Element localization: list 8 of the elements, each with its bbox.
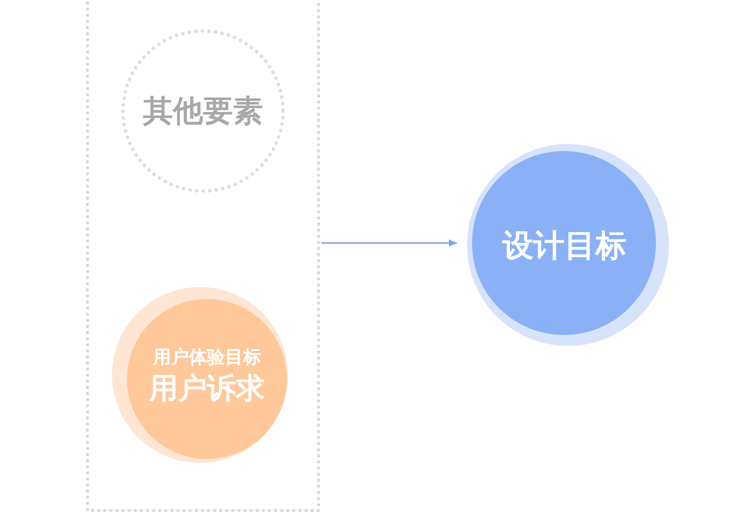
title-text: 设计目标 <box>502 226 626 266</box>
other-element-circle <box>121 29 285 193</box>
subtitle-text: 用户体验目标 <box>153 346 261 369</box>
title-text: 其他要素 <box>143 92 263 130</box>
dotted-frame <box>86 0 320 512</box>
design-goal-circle <box>467 144 670 347</box>
title-text: 用户诉求 <box>149 370 265 407</box>
arrow <box>322 239 458 247</box>
